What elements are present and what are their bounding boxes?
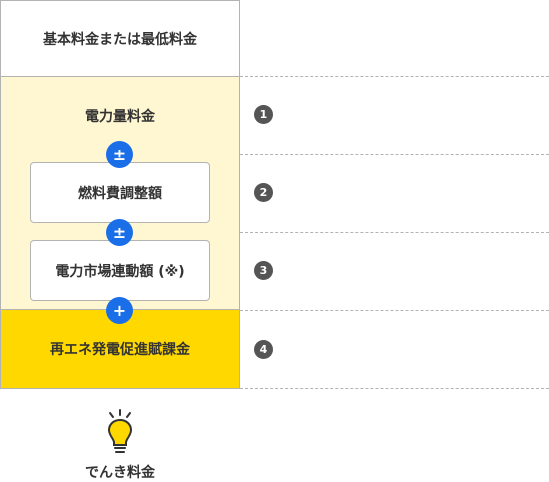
number-badge-3: 3 bbox=[254, 261, 273, 280]
plus-icon: + bbox=[106, 297, 133, 324]
divider bbox=[240, 232, 549, 233]
number-badge-2: 2 bbox=[254, 183, 273, 202]
energy-charge-label: 電力量料金 bbox=[85, 109, 155, 125]
number-badge-4: 4 bbox=[254, 340, 273, 359]
divider bbox=[240, 310, 549, 311]
market-linked-label: 電力市場連動額 (※) bbox=[55, 263, 185, 280]
fuel-adjustment-box: 燃料費調整額 bbox=[30, 162, 210, 223]
lightbulb-icon bbox=[107, 409, 133, 453]
market-linked-box: 電力市場連動額 (※) bbox=[30, 240, 210, 301]
plus-minus-icon: ± bbox=[106, 141, 133, 168]
plus-minus-icon: ± bbox=[106, 219, 133, 246]
divider bbox=[240, 388, 549, 389]
divider bbox=[240, 154, 549, 155]
fuel-adjustment-label: 燃料費調整額 bbox=[78, 185, 162, 202]
base-fee-label: 基本料金または最低料金 bbox=[43, 31, 197, 48]
renewable-surcharge-label: 再エネ発電促進賦課金 bbox=[50, 342, 190, 358]
electricity-fee-label: でんき料金 bbox=[85, 465, 155, 481]
base-fee-box: 基本料金または最低料金 bbox=[0, 0, 240, 77]
number-badge-1: 1 bbox=[254, 105, 273, 124]
divider bbox=[240, 76, 549, 77]
renewable-surcharge-box: 再エネ発電促進賦課金 bbox=[0, 310, 240, 389]
